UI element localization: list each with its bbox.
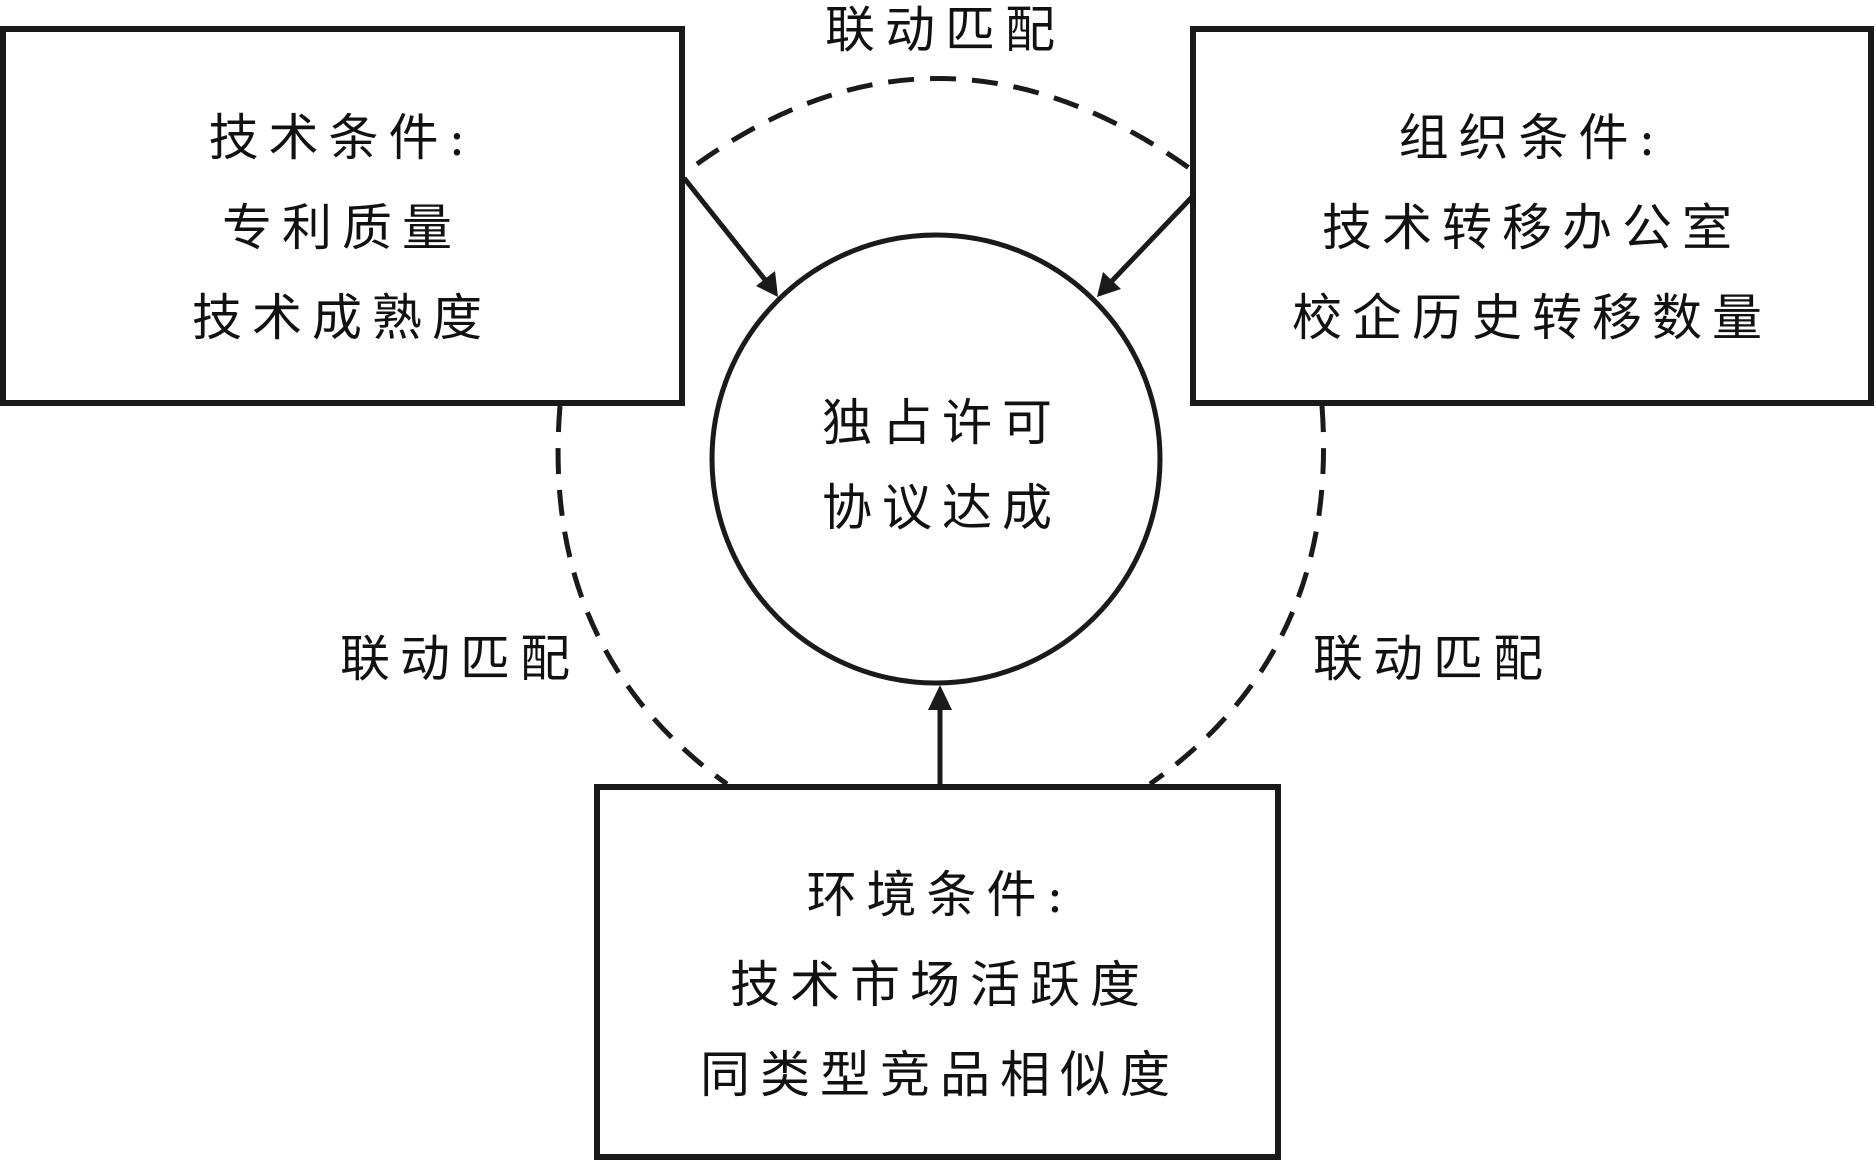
- environmental-title: 环境条件:: [807, 866, 1074, 924]
- arrow-line: [682, 176, 768, 283]
- arrow-head-icon: [1097, 272, 1121, 297]
- linkage-label-top: 联动匹配: [825, 1, 1065, 59]
- linkage-label-left: 联动匹配: [340, 630, 580, 688]
- technical-item: 技术成熟度: [192, 289, 492, 347]
- organizational-title: 组织条件:: [1399, 109, 1666, 167]
- arrow-technical-to-outcome: [682, 176, 778, 297]
- outcome-line: 协议达成: [822, 479, 1062, 537]
- organizational-item: 校企历史转移数量: [1292, 289, 1772, 347]
- linkage-arc-left: [555, 405, 729, 787]
- linkage-arc-right: [1148, 405, 1327, 787]
- environmental-item: 技术市场活跃度: [730, 956, 1150, 1014]
- arrow-organizational-to-outcome: [1097, 195, 1194, 297]
- organizational-item: 技术转移办公室: [1322, 199, 1742, 257]
- organizational-box: [1190, 26, 1874, 406]
- arrow-line: [1108, 195, 1194, 285]
- node-outcome: 独占许可 协议达成: [709, 232, 1163, 686]
- node-technical: 技术条件: 专利质量 技术成熟度: [0, 26, 685, 406]
- technical-box: [0, 26, 685, 406]
- linkage-label-right: 联动匹配: [1313, 630, 1553, 688]
- outcome-circle: [709, 232, 1163, 686]
- node-organizational: 组织条件: 技术转移办公室 校企历史转移数量: [1190, 26, 1874, 406]
- node-environmental: 环境条件: 技术市场活跃度 同类型竞品相似度: [594, 784, 1281, 1160]
- arrow-head-icon: [928, 685, 952, 710]
- linkage-arc-top: [695, 76, 1194, 173]
- technical-title: 技术条件:: [209, 109, 476, 167]
- arrow-environmental-to-outcome: [928, 685, 952, 787]
- arrow-head-icon: [756, 271, 778, 297]
- environmental-item: 同类型竞品相似度: [700, 1046, 1180, 1104]
- technical-item: 专利质量: [222, 199, 462, 257]
- outcome-line: 独占许可: [822, 394, 1062, 452]
